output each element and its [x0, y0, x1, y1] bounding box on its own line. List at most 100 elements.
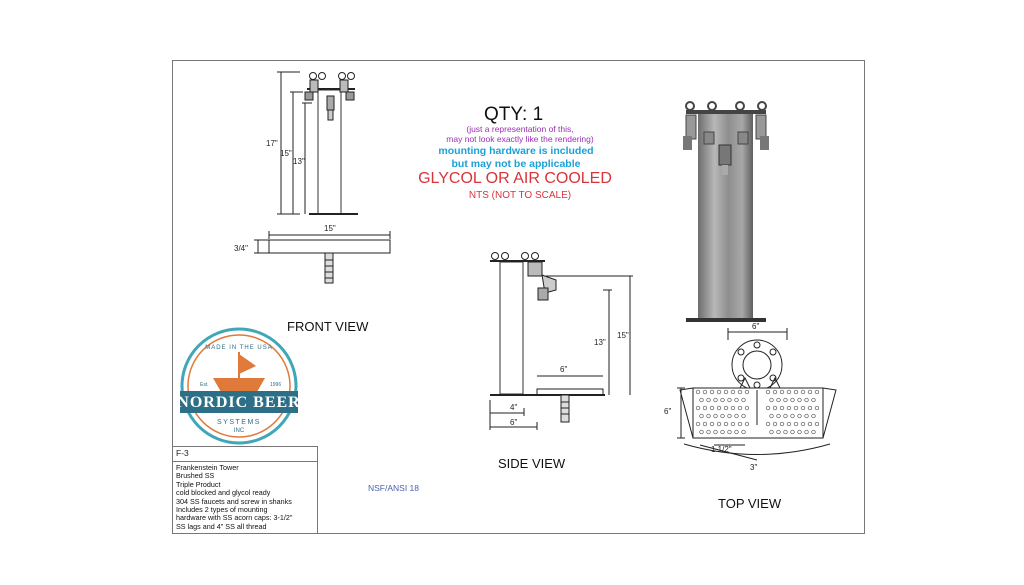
drip-tray-hole — [797, 397, 802, 403]
dim-front-17: 17" — [266, 139, 278, 148]
dim-top-6-width: 6" — [752, 322, 759, 331]
drip-tray-hole — [807, 405, 813, 411]
drip-tray-hole — [727, 413, 732, 419]
drip-tray-hole — [695, 405, 701, 411]
logo-est-left: Est. — [200, 382, 209, 388]
drip-tray-hole — [797, 429, 802, 435]
drip-tray-hole — [807, 421, 813, 427]
drip-tray-holes — [695, 389, 820, 435]
drip-tray-hole — [702, 405, 708, 411]
drip-tray-hole — [744, 421, 750, 427]
drip-tray-hole — [793, 389, 799, 395]
tower-rendering — [683, 101, 769, 322]
front-view-drawing — [277, 71, 358, 215]
spec-line: Brushed SS — [176, 471, 215, 481]
drip-tray-hole — [709, 405, 715, 411]
drip-tray-hole — [723, 389, 729, 395]
drip-tray-hole — [720, 429, 725, 435]
drip-tray-hole — [814, 405, 820, 411]
viking-ship-icon — [213, 378, 265, 392]
drip-tray-hole — [695, 389, 701, 395]
drip-tray-hole — [699, 397, 704, 403]
drip-tray-hole — [699, 429, 704, 435]
drip-tray-hole — [720, 397, 725, 403]
mounting-note-line2: but may not be applicable — [451, 158, 581, 170]
drip-tray-hole — [804, 397, 809, 403]
drip-tray-hole — [793, 421, 799, 427]
drip-tray-hole — [790, 397, 795, 403]
drip-tray-hole — [720, 413, 725, 419]
spec-line: Frankenstein Tower — [176, 463, 239, 472]
drip-tray-hole — [741, 397, 746, 403]
drip-tray-hole — [709, 421, 715, 427]
drip-tray-hole — [730, 405, 736, 411]
drip-tray-hole — [706, 429, 711, 435]
drip-tray-hole — [741, 429, 746, 435]
dim-side-6-bottom: 6" — [510, 418, 517, 427]
drip-tray-hole — [769, 429, 774, 435]
drip-tray-hole — [776, 429, 781, 435]
drip-tray-hole — [776, 413, 781, 419]
side-view-drawing — [489, 252, 633, 430]
drip-tray-hole — [804, 413, 809, 419]
drip-tray-hole — [727, 397, 732, 403]
dim-side-6-top: 6" — [560, 365, 567, 374]
drip-tray-hole — [737, 389, 743, 395]
drip-tray-hole — [727, 429, 732, 435]
drip-tray-hole — [769, 413, 774, 419]
dim-top-6-height: 6" — [664, 407, 671, 416]
drip-tray-hole — [713, 397, 718, 403]
drip-tray-hole — [734, 413, 739, 419]
top-view-label: TOP VIEW — [718, 496, 782, 511]
drip-tray-hole — [790, 413, 795, 419]
dim-top-3: 3" — [750, 463, 757, 472]
drip-tray-hole — [800, 389, 806, 395]
dim-base-width: 15" — [324, 224, 336, 233]
logo-made-in-usa: MADE IN THE USA — [205, 345, 273, 351]
mounting-note-line1: mounting hardware is included — [438, 145, 594, 157]
drip-tray-hole — [709, 389, 715, 395]
drip-tray-hole — [772, 405, 778, 411]
spec-line: SS lags and 4" SS all thread — [176, 521, 267, 531]
drip-tray-hole — [706, 413, 711, 419]
drip-tray-hole — [783, 413, 788, 419]
spec-line: cold blocked and glycol ready — [176, 488, 271, 498]
certification-label: NSF/ANSI 18 — [368, 483, 420, 493]
nordic-beer-logo: NORDIC BEER SYSTEMS INC MADE IN THE USA … — [177, 327, 300, 445]
drip-tray-hole — [772, 421, 778, 427]
drip-tray-hole — [800, 421, 806, 427]
top-view-drawing — [677, 328, 837, 461]
logo-sub-text: SYSTEMS — [217, 419, 261, 426]
drip-tray-hole — [730, 421, 736, 427]
drip-tray-hole — [713, 429, 718, 435]
drip-tray-hole — [723, 421, 729, 427]
dim-side-15: 15" — [617, 331, 629, 340]
drip-tray-hole — [800, 405, 806, 411]
drip-tray-hole — [737, 405, 743, 411]
front-view-label: FRONT VIEW — [287, 319, 369, 334]
dim-base-thickness: 3/4" — [234, 244, 248, 253]
drip-tray-hole — [723, 405, 729, 411]
drip-tray-hole — [811, 429, 816, 435]
drip-tray-hole — [695, 421, 701, 427]
side-view-label: SIDE VIEW — [498, 456, 566, 471]
logo-inc-text: INC — [234, 428, 245, 434]
drip-tray-hole — [807, 389, 813, 395]
spec-box: F-3 Frankenstein Tower Brushed SS Triple… — [172, 446, 318, 534]
drip-tray-hole — [772, 389, 778, 395]
drip-tray-hole — [716, 405, 722, 411]
drip-tray-hole — [744, 405, 750, 411]
drip-tray-hole — [734, 397, 739, 403]
base-plate-drawing — [254, 231, 391, 284]
drip-tray-hole — [744, 389, 750, 395]
spec-line: Includes 2 types of mounting — [176, 505, 268, 515]
dim-side-13: 13" — [594, 338, 606, 347]
drip-tray-hole — [737, 421, 743, 427]
logo-est-right: 1996 — [270, 382, 281, 388]
drip-tray-hole — [716, 421, 722, 427]
drip-tray-hole — [765, 405, 771, 411]
drip-tray-hole — [797, 413, 802, 419]
logo-brand-text: NORDIC BEER — [177, 394, 300, 411]
drip-tray-hole — [814, 389, 820, 395]
